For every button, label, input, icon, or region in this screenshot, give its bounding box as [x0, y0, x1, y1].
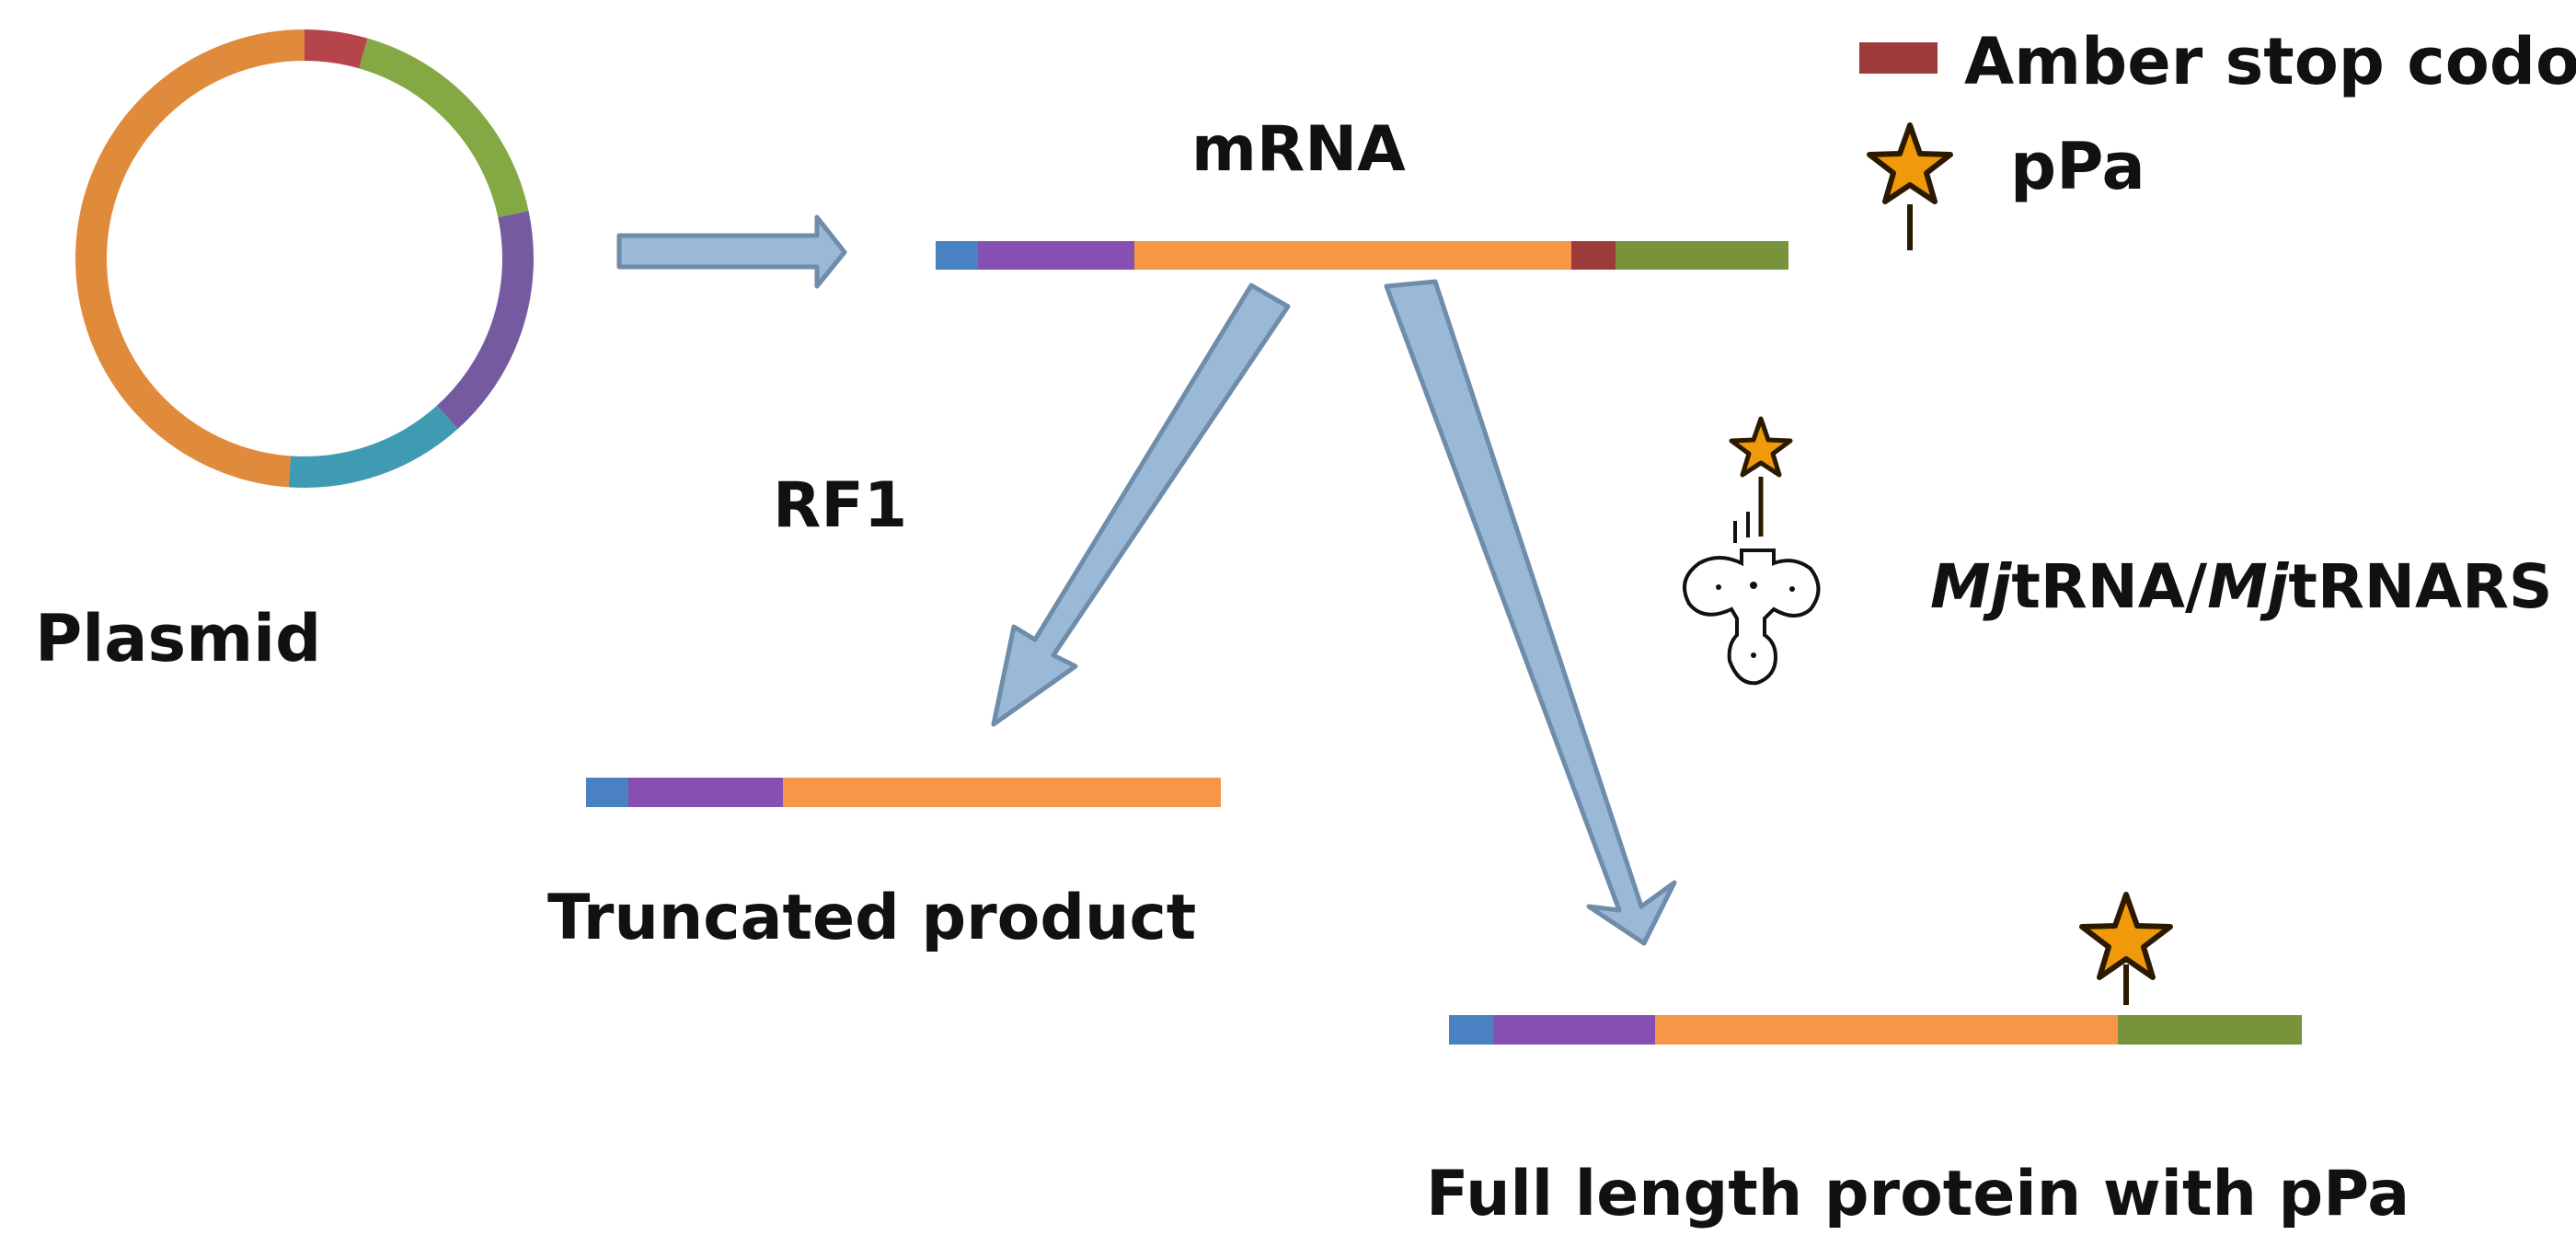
trna-cloverleaf-icon [1682, 416, 1821, 686]
legend-ppa-label: pPa [2010, 129, 2145, 204]
mrna-segment-start [936, 241, 978, 270]
legend-amber-swatch [1859, 42, 1938, 74]
mrna-label: mRNA [1191, 113, 1406, 186]
mrna-bar [936, 241, 1788, 270]
truncated-product-bar [586, 778, 1221, 807]
truncated-segment-orange [783, 778, 1221, 807]
full-segment-purple [1493, 1015, 1655, 1045]
legend-amber-label: Amber stop codon [1964, 24, 2576, 99]
full-segment-orange [1655, 1015, 2118, 1045]
truncated-product-label: Truncated product [547, 882, 1196, 954]
transcription-arrow [616, 214, 847, 289]
truncated-segment-purple [628, 778, 783, 807]
plasmid-label: Plasmid [35, 601, 321, 676]
full-length-star-icon [2079, 892, 2173, 1005]
plasmid-arc-orange [75, 29, 305, 488]
full-segment-start [1449, 1015, 1493, 1045]
truncation-arrow [991, 283, 1291, 727]
plasmid-arc-amber [304, 29, 368, 69]
mrna-segment-green [1616, 241, 1788, 270]
rf1-label: RF1 [773, 469, 907, 542]
legend-star-icon [1867, 122, 1953, 250]
trna-synthetase-label: MjtRNA/MjtRNARS [1930, 551, 2552, 622]
readthrough-arrow [1384, 279, 1677, 946]
plasmid-ring-icon [75, 29, 534, 488]
mrna-segment-orange [1134, 241, 1571, 270]
mrna-segment-amber [1571, 241, 1616, 270]
full-segment-green [2118, 1015, 2302, 1045]
truncated-segment-start [586, 778, 628, 807]
full-length-protein-label: Full length protein with pPa [1426, 1158, 2409, 1230]
plasmid-arc-teal [288, 405, 458, 488]
plasmid-arc-green [359, 38, 529, 218]
plasmid-arc-purple [436, 211, 534, 430]
full-length-protein-bar [1449, 1015, 2302, 1045]
mrna-segment-purple [978, 241, 1134, 270]
